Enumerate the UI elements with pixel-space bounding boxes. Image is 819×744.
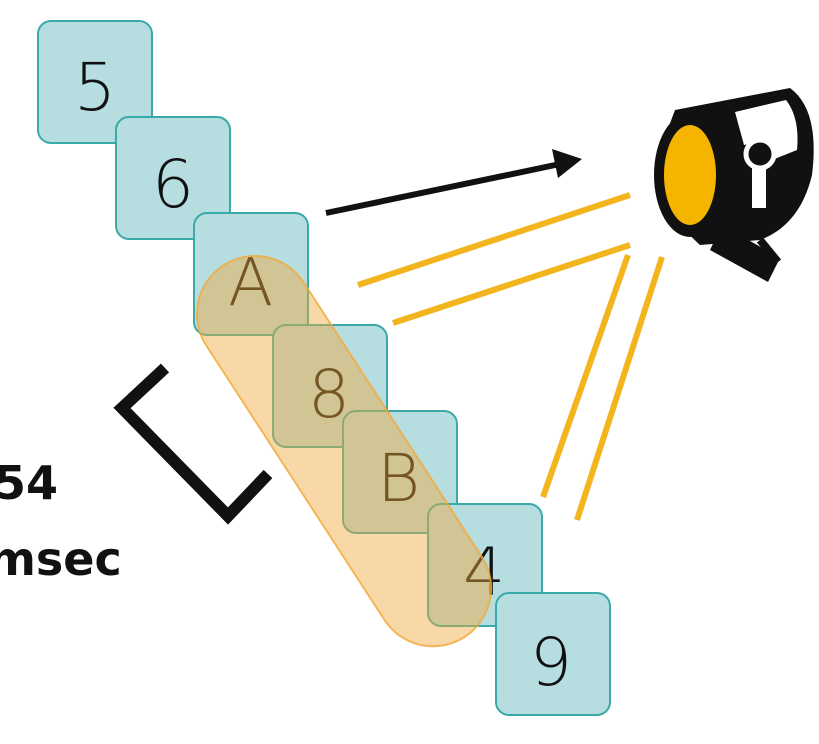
light-beams — [357, 192, 665, 521]
card-label-1: 5 — [74, 49, 116, 126]
card-label-3: A — [228, 244, 274, 321]
card-label-6: 4 — [463, 534, 505, 611]
card-label-2: 6 — [152, 146, 194, 223]
bracket-icon — [113, 363, 273, 525]
spotlight-icon — [654, 88, 814, 282]
card-1 — [37, 20, 153, 144]
card-label-7: 9 — [530, 624, 572, 701]
interval-value: 54 — [0, 456, 59, 510]
interval-unit: msec — [0, 532, 122, 586]
arrow-icon — [325, 149, 582, 216]
card-label-5: B — [377, 440, 421, 517]
card-3 — [193, 212, 309, 336]
card-7 — [495, 592, 611, 716]
